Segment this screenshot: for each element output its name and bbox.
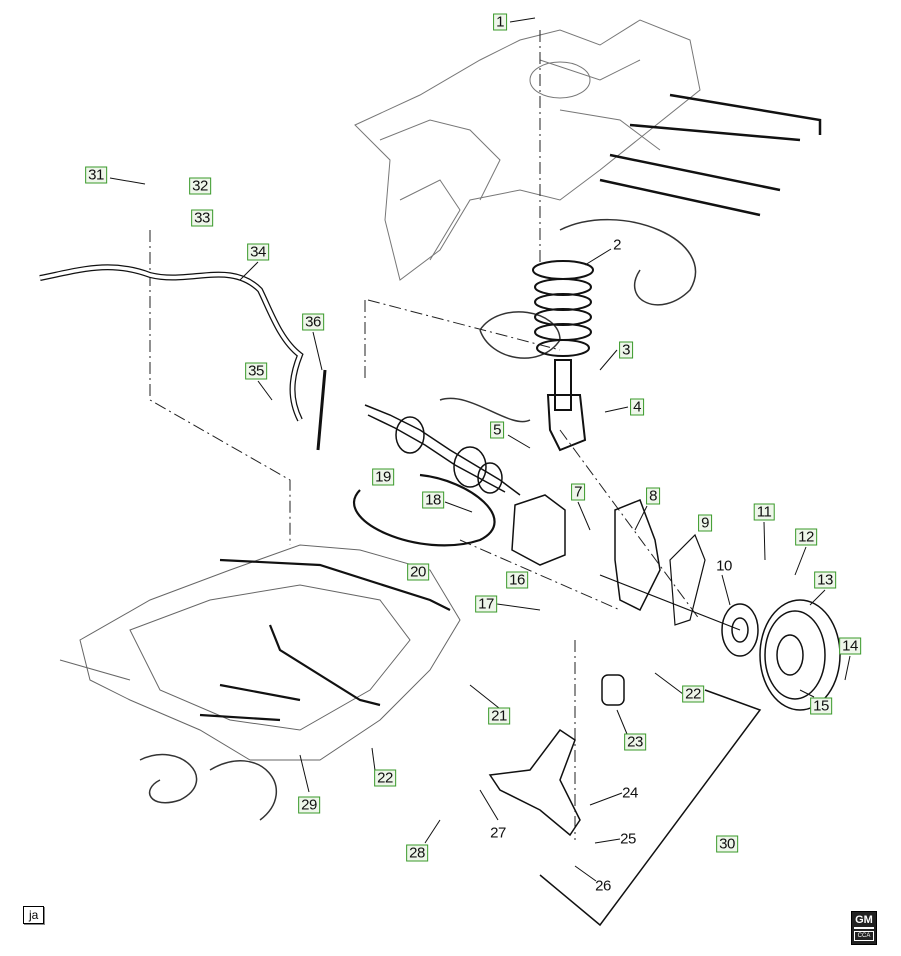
callout-7: 7 [571, 483, 585, 501]
wheel-hub [721, 603, 759, 657]
callout-20: 20 [407, 563, 429, 581]
front-subframe [59, 544, 461, 761]
callout-5: 5 [490, 421, 504, 439]
callout-17: 17 [475, 595, 497, 613]
corner-label: ja [23, 906, 45, 924]
callout-31: 31 [85, 166, 107, 184]
brake-caliper [511, 494, 566, 566]
body-structure [354, 19, 701, 281]
coil-spring [532, 260, 594, 452]
callout-36: 36 [302, 313, 324, 331]
callout-33: 33 [191, 209, 213, 227]
callout-24: 24 [622, 784, 638, 802]
callout-29: 29 [298, 796, 320, 814]
splash-shield [669, 533, 706, 626]
callout-18: 18 [422, 491, 444, 509]
callout-23: 23 [624, 733, 646, 751]
callout-26: 26 [595, 877, 611, 895]
callout-30: 30 [716, 835, 738, 853]
callout-15: 15 [810, 697, 832, 715]
callout-leaders [109, 17, 851, 882]
brake-line-swirls [139, 218, 697, 821]
callout-22a: 22 [682, 685, 704, 703]
callout-27: 27 [490, 824, 506, 842]
callout-3: 3 [619, 341, 633, 359]
steering-knuckle [614, 499, 661, 612]
hood-lines [599, 93, 822, 217]
drive-axle [364, 404, 521, 496]
callout-2: 2 [613, 236, 621, 254]
callout-34: 34 [247, 243, 269, 261]
assembly-bracket-30 [539, 689, 762, 927]
callout-21: 21 [488, 707, 510, 725]
callout-4: 4 [630, 398, 644, 416]
callout-19: 19 [372, 468, 394, 486]
callout-28: 28 [406, 844, 428, 862]
callout-8: 8 [646, 487, 660, 505]
callout-1: 1 [493, 13, 507, 31]
callout-16: 16 [506, 571, 528, 589]
callout-25: 25 [620, 830, 636, 848]
stabilizer-link [316, 369, 327, 451]
lower-control-arm [488, 728, 581, 837]
callout-13: 13 [814, 571, 836, 589]
callout-11: 11 [753, 503, 775, 521]
callout-35: 35 [245, 362, 267, 380]
brake-rotor [759, 599, 841, 711]
callout-22b: 22 [374, 769, 396, 787]
callout-14: 14 [839, 637, 861, 655]
dash-leaders [149, 30, 701, 840]
callout-12: 12 [795, 528, 817, 546]
callout-10: 10 [716, 557, 732, 575]
bushing [601, 674, 625, 706]
callout-9: 9 [698, 514, 712, 532]
hose-lines [199, 473, 496, 722]
callout-32: 32 [189, 177, 211, 195]
